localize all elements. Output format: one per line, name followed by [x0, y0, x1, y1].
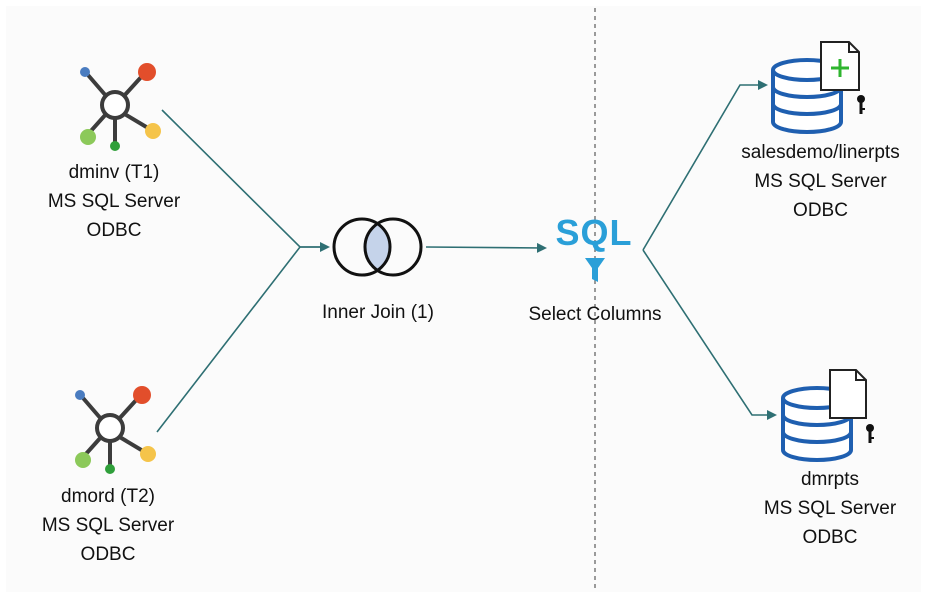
- node-type: MS SQL Server: [41, 515, 175, 536]
- database-table-icon[interactable]: [781, 369, 874, 462]
- node-name: dmord (T2): [61, 486, 155, 507]
- node-label-select: Select Columns: [505, 300, 685, 329]
- node-driver: ODBC: [793, 200, 848, 221]
- node-driver: ODBC: [80, 544, 136, 565]
- database-new-table-icon[interactable]: [771, 41, 865, 134]
- odbc-source-icon[interactable]: [75, 386, 156, 474]
- node-type: MS SQL Server: [754, 171, 887, 192]
- node-driver: ODBC: [86, 220, 142, 241]
- node-label-join: Inner Join (1): [300, 298, 456, 327]
- connector-select-to-target1[interactable]: [642, 80, 768, 251]
- node-label-source1: dminv (T1) MS SQL Server ODBC: [28, 158, 200, 245]
- node-name: dminv (T1): [68, 162, 160, 183]
- node-name: Inner Join (1): [322, 302, 434, 323]
- node-driver: ODBC: [802, 527, 858, 548]
- diagram-background: [6, 6, 921, 592]
- sql-icon-text: SQL: [555, 212, 632, 253]
- connector-source2-to-join[interactable]: [156, 246, 328, 433]
- sql-filter-icon[interactable]: SQL: [555, 212, 632, 282]
- key-icon: [866, 424, 874, 443]
- node-label-target1: salesdemo/linerpts MS SQL Server ODBC: [718, 138, 923, 225]
- inner-join-icon[interactable]: [332, 217, 423, 277]
- node-type: MS SQL Server: [763, 498, 897, 519]
- node-label-source2: dmord (T2) MS SQL Server ODBC: [22, 482, 194, 569]
- connector-join-to-select[interactable]: [425, 242, 547, 253]
- connector-select-to-target2[interactable]: [642, 249, 777, 420]
- node-name: salesdemo/linerpts: [741, 142, 900, 163]
- key-icon: [857, 95, 865, 114]
- filter-icon: [585, 258, 605, 282]
- odbc-source-icon[interactable]: [80, 63, 161, 151]
- node-label-target2: dmrpts MS SQL Server ODBC: [740, 465, 920, 552]
- node-name: Select Columns: [528, 304, 662, 325]
- connectors: [156, 80, 777, 433]
- node-name: dmrpts: [800, 469, 860, 490]
- node-type: MS SQL Server: [47, 191, 181, 212]
